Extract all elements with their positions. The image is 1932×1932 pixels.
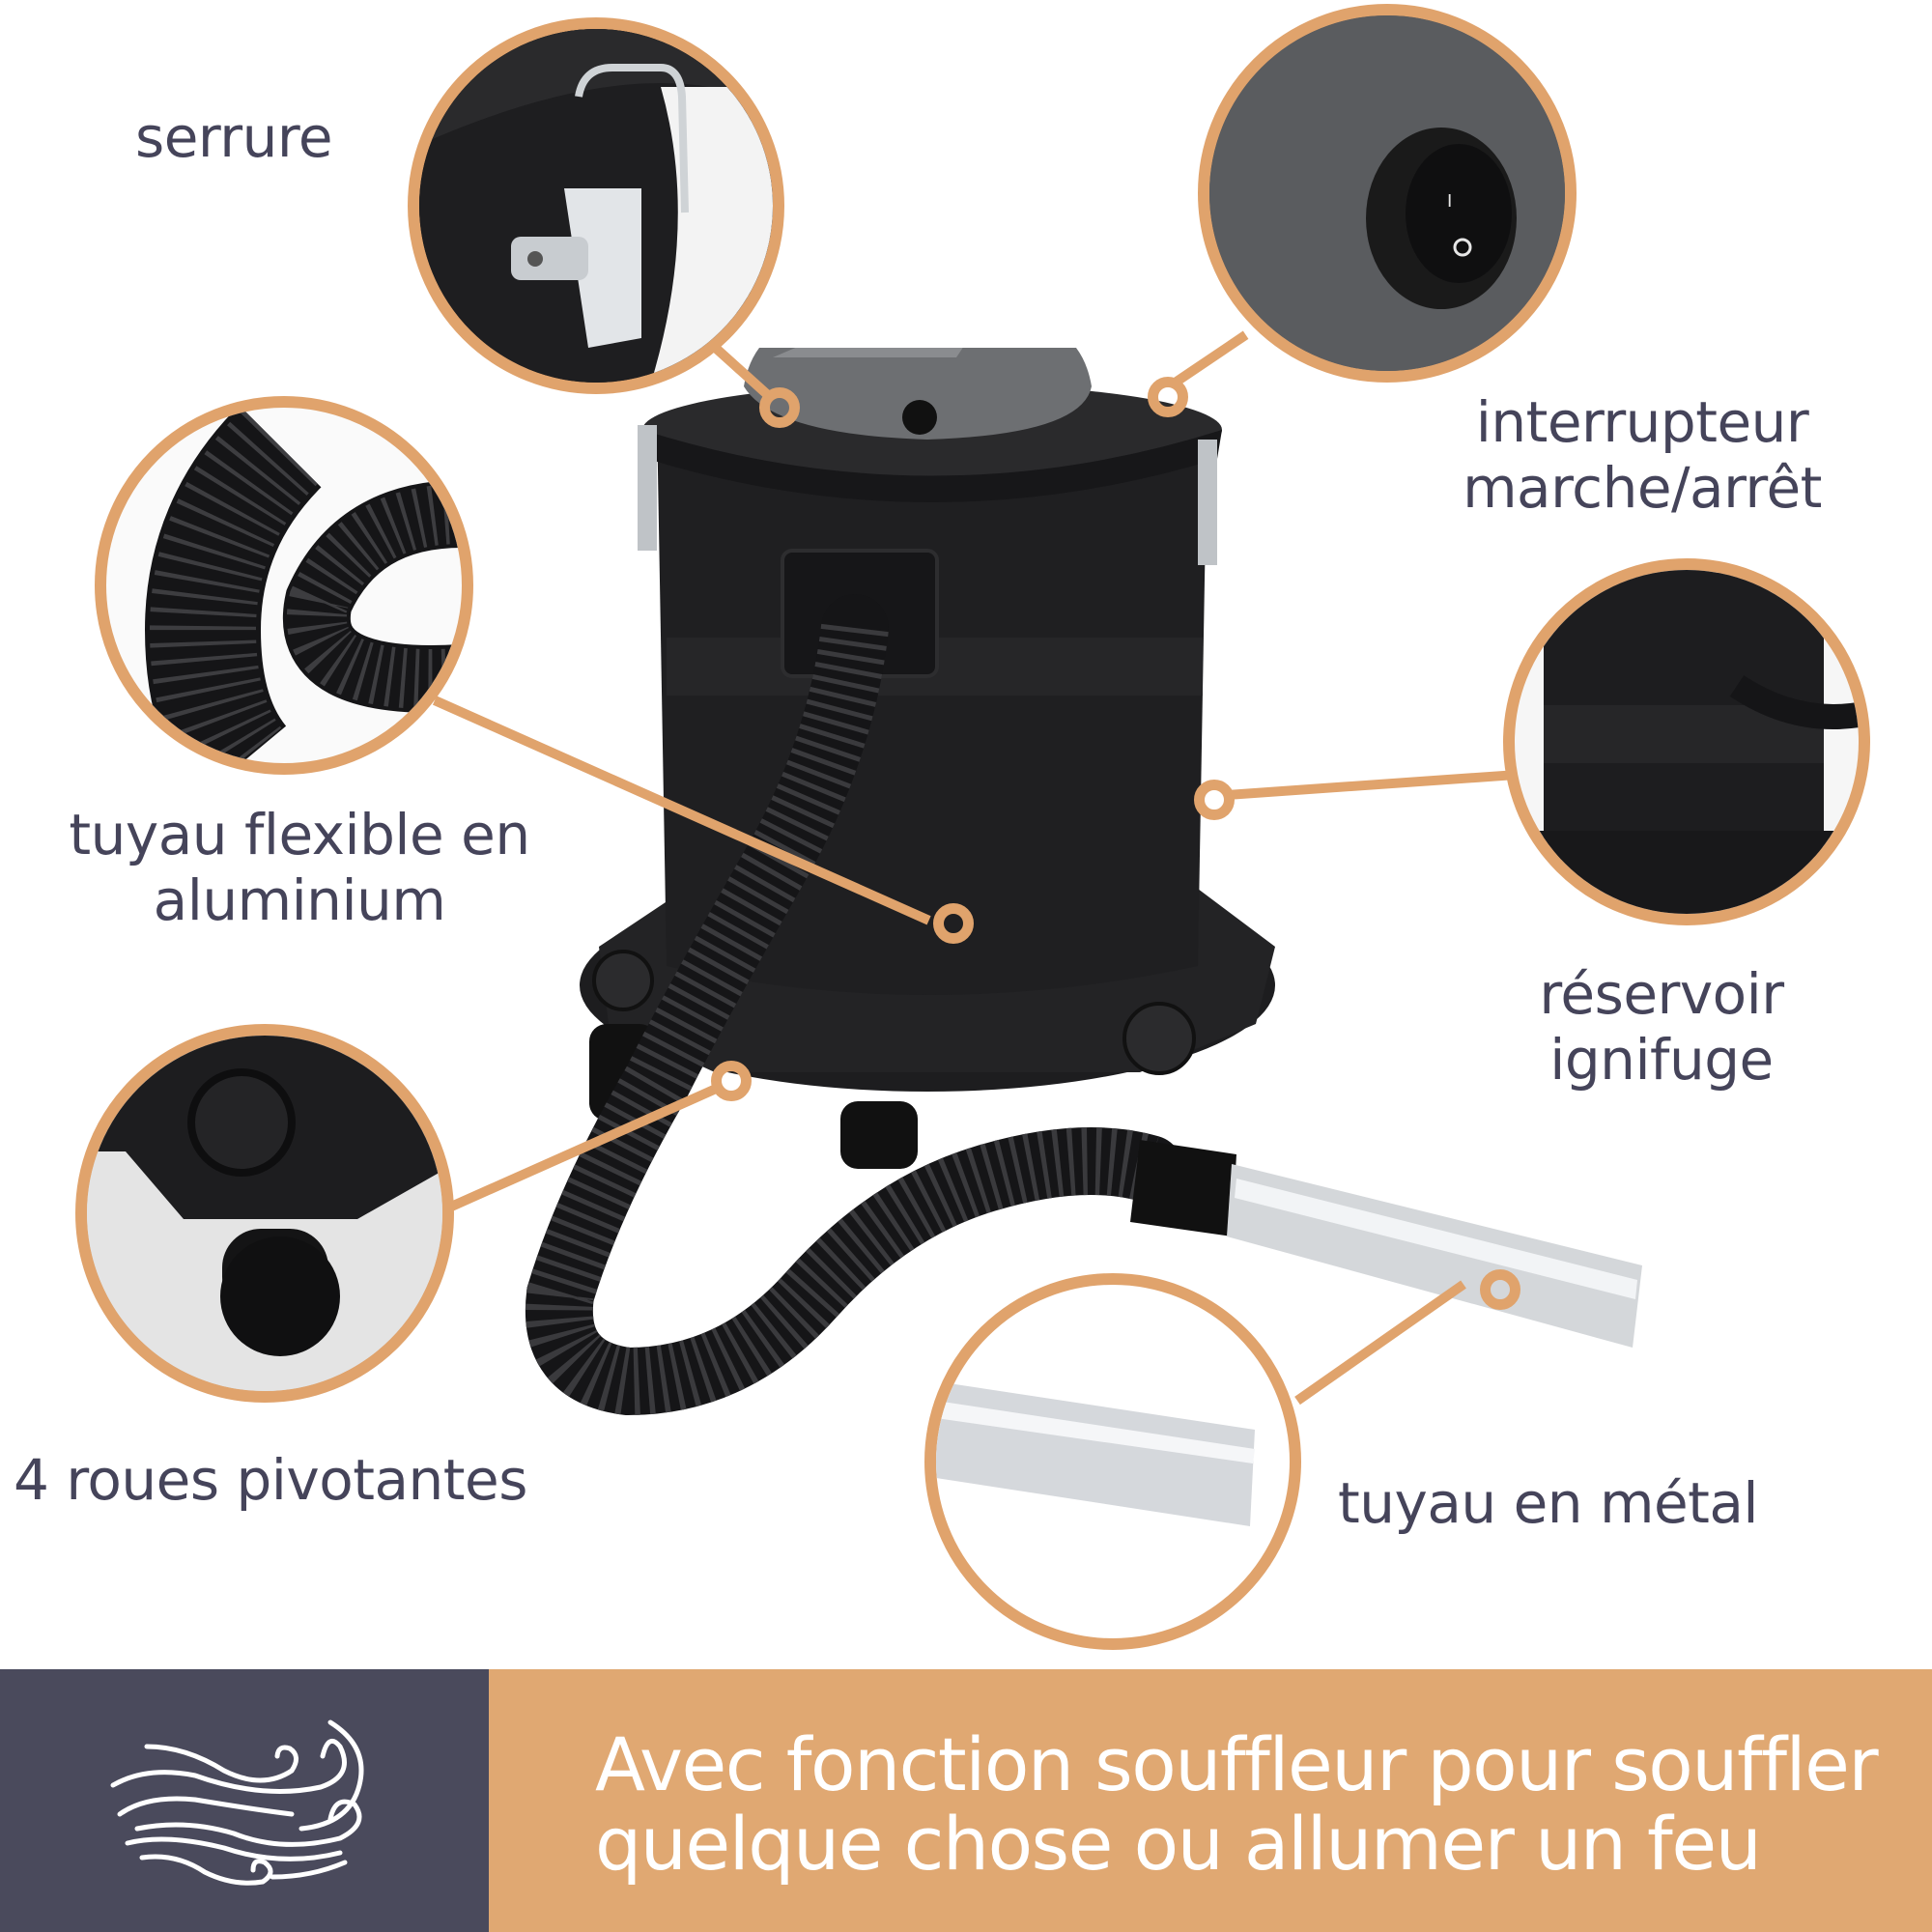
zoom-circle-tank bbox=[1503, 558, 1870, 925]
hotspot-tuyau-flexible[interactable] bbox=[933, 903, 974, 944]
zoom-circle-hose bbox=[95, 396, 473, 775]
banner-line2: quelque chose ou allumer un feu bbox=[595, 1801, 1762, 1887]
label-roues: 4 roues pivotantes bbox=[14, 1447, 527, 1513]
metal-tube-icon bbox=[936, 1381, 1255, 1526]
zoom-circle-wheel bbox=[75, 1024, 454, 1403]
caster-wheel-icon bbox=[87, 1036, 442, 1391]
label-interrupteur-line2: marche/arrêt bbox=[1463, 455, 1822, 521]
label-reservoir: réservoir ignifuge bbox=[1468, 961, 1855, 1093]
hotspot-reservoir[interactable] bbox=[1194, 780, 1235, 820]
label-reservoir-line1: réservoir bbox=[1539, 961, 1784, 1027]
zoom-circle-latch bbox=[408, 17, 784, 394]
label-tuyau-flexible-line2: aluminium bbox=[153, 867, 446, 933]
main-switch bbox=[902, 400, 937, 435]
label-tuyau-flexible-line1: tuyau flexible en bbox=[69, 802, 530, 867]
label-serrure: serrure bbox=[135, 104, 333, 170]
hotspot-interrupteur[interactable] bbox=[1148, 377, 1188, 417]
wind-icon bbox=[110, 1719, 364, 1886]
label-tuyau-metal: tuyau en métal bbox=[1338, 1470, 1759, 1536]
ash-vacuum-photo bbox=[525, 348, 1642, 1416]
label-interrupteur-line1: interrupteur bbox=[1475, 389, 1809, 455]
label-tuyau-flexible: tuyau flexible en aluminium bbox=[39, 802, 560, 933]
switch-on-symbol: I bbox=[1447, 191, 1452, 212]
hotspot-roues[interactable] bbox=[711, 1061, 752, 1101]
banner-line1: Avec fonction souffleur pour souffler bbox=[595, 1721, 1879, 1807]
banner-text-panel: Avec fonction souffleur pour souffler qu… bbox=[489, 1669, 1932, 1932]
zoom-circle-metal-tube bbox=[924, 1273, 1301, 1650]
hotspot-serrure[interactable] bbox=[759, 387, 800, 428]
label-reservoir-line2: ignifuge bbox=[1549, 1027, 1774, 1093]
hose-icon bbox=[144, 408, 462, 763]
zoom-circle-switch: I bbox=[1198, 4, 1577, 383]
latch-icon bbox=[419, 29, 773, 383]
label-interrupteur: interrupteur marche/arrêt bbox=[1430, 389, 1855, 521]
switch-off-symbol bbox=[1453, 238, 1472, 257]
banner-text: Avec fonction souffleur pour souffler qu… bbox=[595, 1721, 1879, 1887]
hotspot-tuyau-metal[interactable] bbox=[1480, 1269, 1520, 1310]
banner-icon-panel bbox=[0, 1669, 489, 1932]
